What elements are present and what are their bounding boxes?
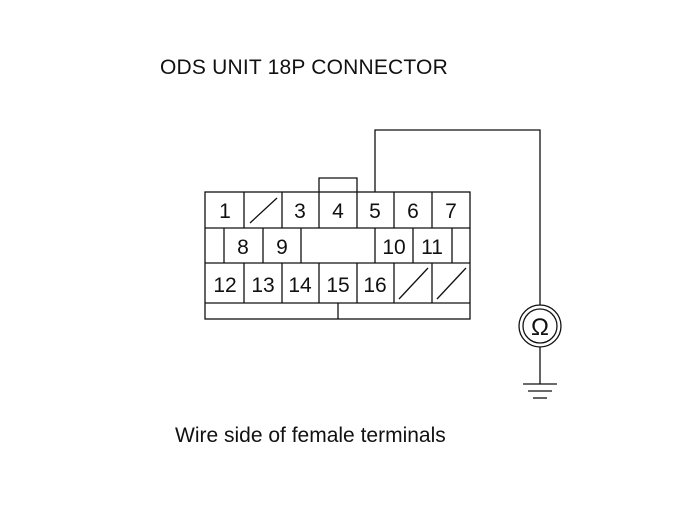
blank-terminal-2 bbox=[249, 197, 278, 224]
diagram-caption: Wire side of female terminals bbox=[175, 424, 446, 447]
pin-label: 15 bbox=[326, 274, 349, 297]
pin-label: 8 bbox=[237, 236, 249, 259]
probe-wire bbox=[374, 129, 541, 305]
pin-label: 10 bbox=[382, 236, 405, 259]
pin-label: 9 bbox=[276, 236, 288, 259]
pin-label: 11 bbox=[421, 236, 443, 259]
ohmmeter-inner bbox=[522, 308, 558, 344]
pin-label: 7 bbox=[445, 200, 457, 223]
blank-terminal-18 bbox=[436, 267, 467, 300]
pin-label: 4 bbox=[332, 200, 344, 223]
pin-label: 1 bbox=[219, 200, 231, 223]
pin-label: 14 bbox=[288, 274, 312, 297]
connector-lock-tab bbox=[318, 177, 358, 192]
pin-label-probe: 5 bbox=[369, 200, 381, 223]
pin-label: 16 bbox=[363, 274, 386, 297]
diagram-title: ODS UNIT 18P CONNECTOR bbox=[160, 56, 448, 79]
pin-label: 3 bbox=[294, 200, 306, 223]
blank-terminal-17 bbox=[398, 267, 429, 300]
ohm-icon: Ω bbox=[531, 314, 549, 341]
pin-label: 12 bbox=[213, 274, 236, 297]
pin-label: 13 bbox=[251, 274, 274, 297]
pin-label: 6 bbox=[407, 200, 419, 223]
